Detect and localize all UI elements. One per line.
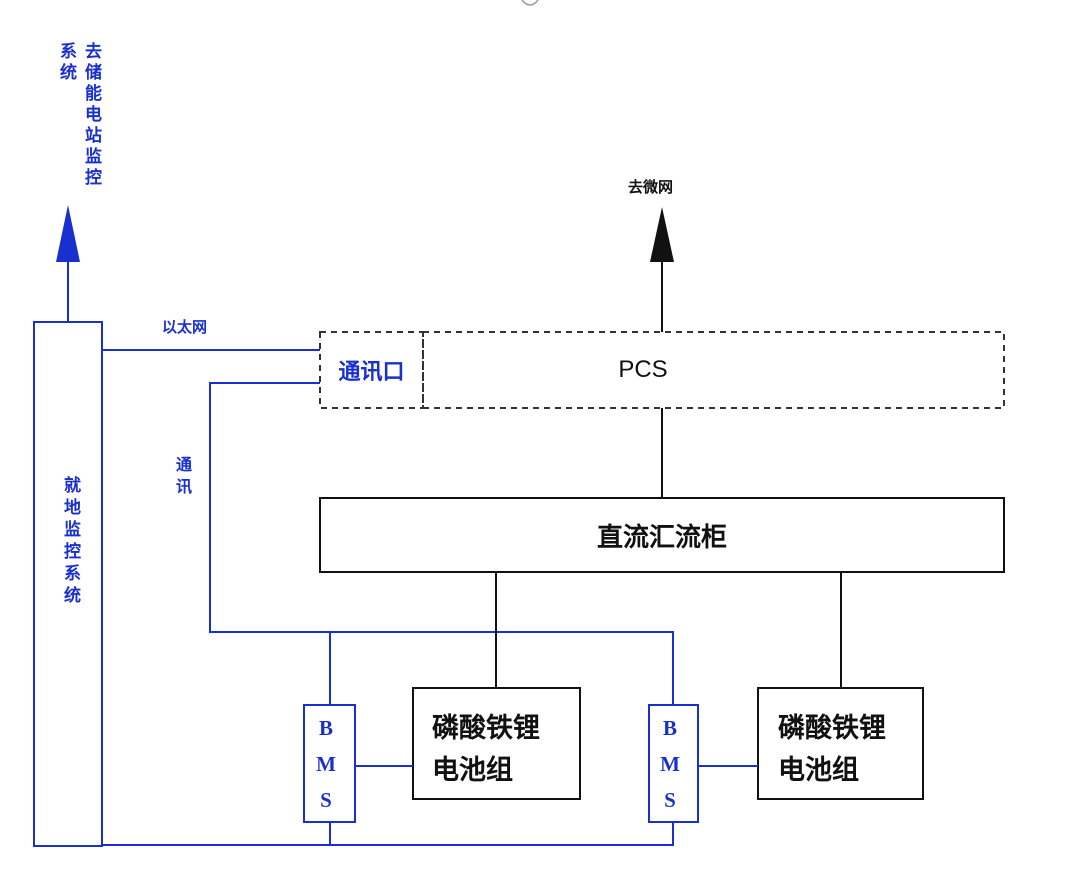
monitor-uplink-arrow-icon [56,205,80,262]
bms-right-label: BMS [658,716,682,824]
storage-monitor-label: 去储能电站监控系统 [56,42,101,189]
bms-left-label: BMS [314,716,338,824]
bms-left-box [303,704,356,823]
microgrid-label: 去微网 [628,178,674,196]
comm-label: 通讯 [173,456,192,500]
pcs-box [422,331,1005,409]
local-monitor-label: 就地监控系统 [60,476,80,608]
pcs-label: PCS [618,356,668,383]
battery-right-box [757,687,924,800]
bms-right-box [648,704,699,823]
comm-port-label: 通讯口 [338,360,405,385]
ethernet-label: 以太网 [162,318,208,336]
bms-bottom-bus-line [102,822,674,846]
battery-right-label: 磷酸铁锂电池组 [778,713,886,786]
pcs-uplink-arrow-icon [650,207,674,262]
comm-port-box [319,331,424,409]
battery-left-label: 磷酸铁锂电池组 [432,713,540,786]
dc-cabinet-box [319,497,1005,573]
dc-cabinet-label: 直流汇流柜 [596,522,727,553]
top-edge-mark-icon [521,0,539,6]
comm-bus-line [209,382,674,705]
battery-left-box [412,687,581,800]
